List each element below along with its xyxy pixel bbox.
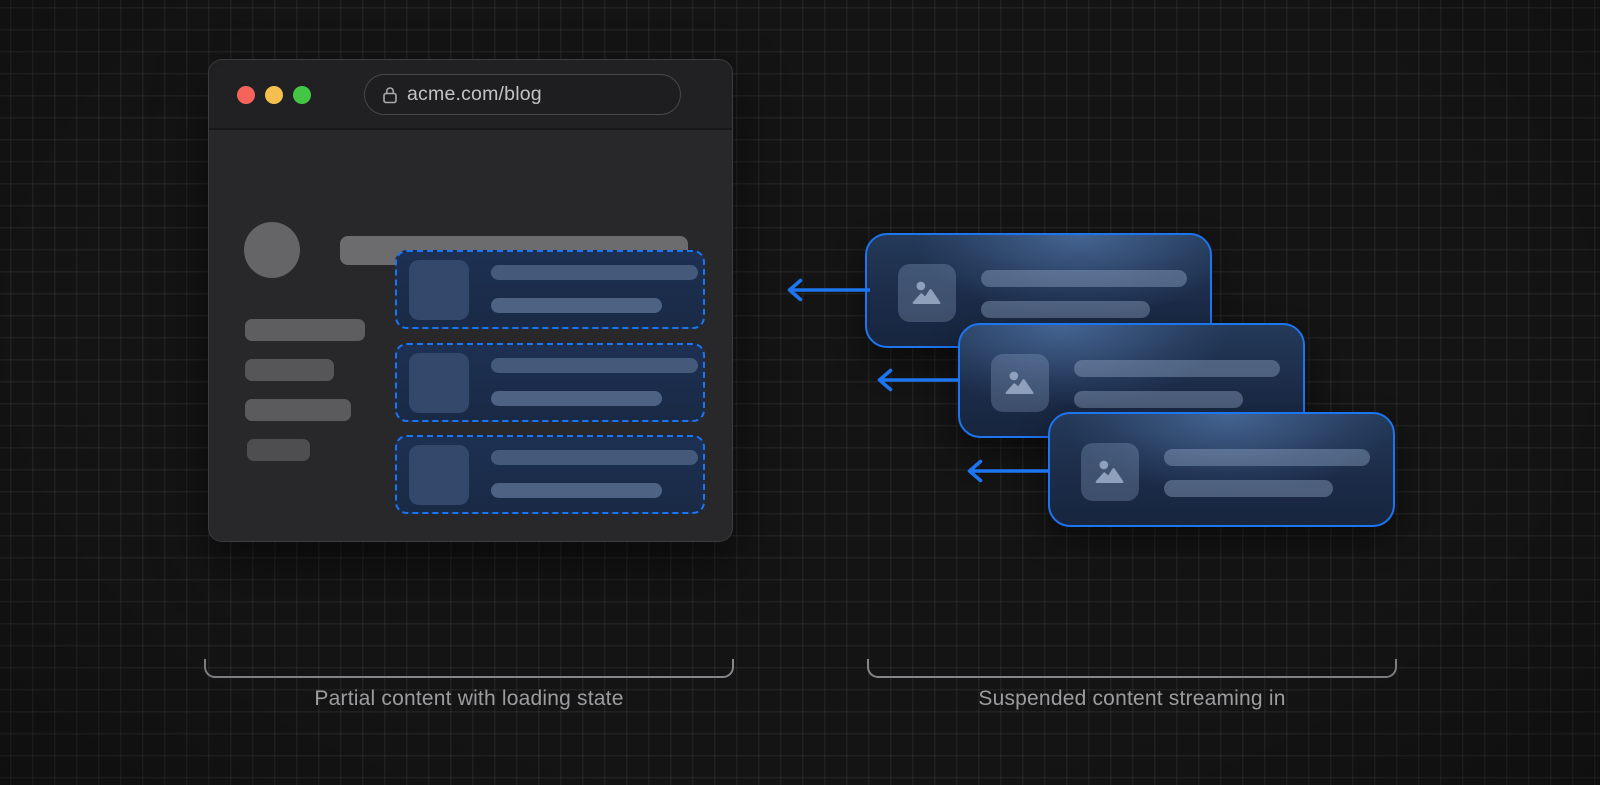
caption-left: Partial content with loading state	[314, 687, 624, 710]
image-icon	[1095, 460, 1124, 484]
url-bar: acme.com/blog	[364, 74, 681, 115]
avatar-skeleton	[244, 222, 300, 278]
image-icon	[912, 281, 941, 305]
arrow-left-icon	[877, 368, 960, 392]
text-skeleton-line	[491, 450, 698, 465]
url-text: acme.com/blog	[407, 83, 542, 105]
text-skeleton-line	[491, 265, 698, 280]
text-skeleton-line	[1074, 360, 1280, 377]
image-placeholder	[1081, 443, 1139, 501]
loading-card	[395, 343, 705, 422]
loading-card	[395, 250, 705, 329]
browser-titlebar: acme.com/blog	[209, 60, 732, 130]
image-placeholder	[409, 353, 469, 413]
arrow-left-icon	[787, 278, 870, 302]
traffic-light-close	[237, 86, 255, 104]
image-placeholder	[898, 264, 956, 322]
text-skeleton-line	[491, 391, 662, 406]
caption-right: Suspended content streaming in	[978, 687, 1286, 710]
text-skeleton-line	[1074, 391, 1243, 408]
stream-card	[1048, 412, 1395, 527]
image-placeholder	[991, 354, 1049, 412]
browser-content	[209, 130, 732, 541]
image-icon	[1005, 371, 1034, 395]
browser-window: acme.com/blog	[208, 59, 733, 542]
text-skeleton-line	[491, 358, 698, 373]
image-placeholder	[409, 445, 469, 505]
text-skeleton-line	[491, 483, 662, 498]
text-skeleton-line	[1164, 449, 1370, 466]
sidebar-skeleton-bar	[245, 359, 334, 381]
sidebar-skeleton-bar	[245, 399, 351, 421]
traffic-light-minimize	[265, 86, 283, 104]
sidebar-skeleton-bar	[247, 439, 310, 461]
sidebar-skeleton-bar	[245, 319, 365, 341]
loading-card	[395, 435, 705, 514]
text-skeleton-line	[981, 270, 1187, 287]
text-skeleton-line	[1164, 480, 1333, 497]
traffic-light-maximize	[293, 86, 311, 104]
text-skeleton-line	[981, 301, 1150, 318]
image-placeholder	[409, 260, 469, 320]
lock-icon	[383, 86, 397, 103]
text-skeleton-line	[491, 298, 662, 313]
bracket-right	[867, 659, 1397, 678]
arrow-left-icon	[967, 459, 1050, 483]
bracket-left	[204, 659, 734, 678]
